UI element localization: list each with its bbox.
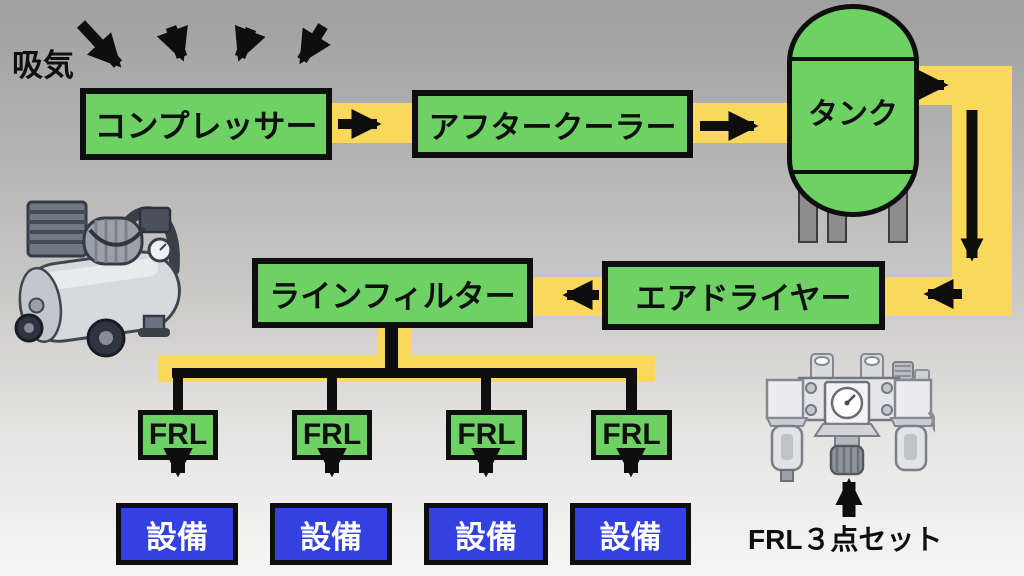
node-tank-label: タンク — [808, 97, 898, 131]
node-line-filter: ラインフィルター — [252, 258, 533, 328]
node-air-dryer-label: エアドライヤー — [635, 281, 852, 316]
branch-drop-line-2 — [327, 368, 337, 411]
frl-three-piece-unit-illustration — [765, 353, 935, 482]
node-aftercooler: アフタークーラー — [412, 90, 693, 158]
intake-arrow-4 — [297, 23, 331, 65]
node-frl-3: FRL — [446, 410, 527, 460]
node-air-dryer: エアドライヤー — [602, 261, 885, 330]
tank-weld-line — [792, 170, 914, 174]
intake-arrow-1 — [76, 20, 123, 68]
node-compressor-label: コンプレッサー — [94, 108, 318, 144]
node-aftercooler-label: アフタークーラー — [428, 109, 677, 145]
branch-drop-line-4 — [626, 368, 637, 411]
intake-label: 吸気 — [12, 48, 74, 83]
branch-drop-line-3 — [481, 368, 491, 411]
node-equipment-4: 設備 — [570, 503, 691, 565]
node-equipment-4-label: 設備 — [599, 519, 662, 555]
node-equipment-2-label: 設備 — [300, 519, 362, 555]
node-equipment-3: 設備 — [424, 503, 548, 565]
node-frl-2: FRL — [292, 410, 372, 460]
manifold-line — [172, 368, 637, 378]
node-line-filter-label: ラインフィルター — [269, 278, 516, 314]
node-tank: タンク — [787, 4, 919, 217]
pipe-to-air-dryer — [883, 277, 1012, 316]
frl-set-label: FRL３点セット — [748, 524, 943, 555]
air-compressor-illustration — [14, 200, 181, 358]
tank-weld-line — [792, 57, 914, 61]
node-compressor: コンプレッサー — [80, 88, 332, 160]
pipe-right-vertical — [952, 66, 1012, 316]
node-equipment-2: 設備 — [270, 503, 392, 565]
node-frl-2-label: FRL — [302, 418, 362, 451]
node-frl-3-label: FRL — [457, 418, 516, 451]
node-frl-1-label: FRL — [148, 418, 208, 451]
node-frl-4-label: FRL — [602, 418, 661, 451]
intake-arrow-2 — [156, 24, 188, 62]
node-equipment-1-label: 設備 — [146, 519, 208, 555]
intake-arrow-3 — [234, 24, 266, 62]
node-equipment-3-label: 設備 — [455, 519, 517, 555]
node-frl-1: FRL — [138, 410, 218, 460]
branch-drop-line-1 — [173, 368, 183, 411]
node-equipment-1: 設備 — [116, 503, 238, 565]
pipe-dryer-to-filter — [531, 277, 604, 316]
node-frl-4: FRL — [591, 410, 672, 460]
filter-drop-line — [385, 326, 398, 370]
